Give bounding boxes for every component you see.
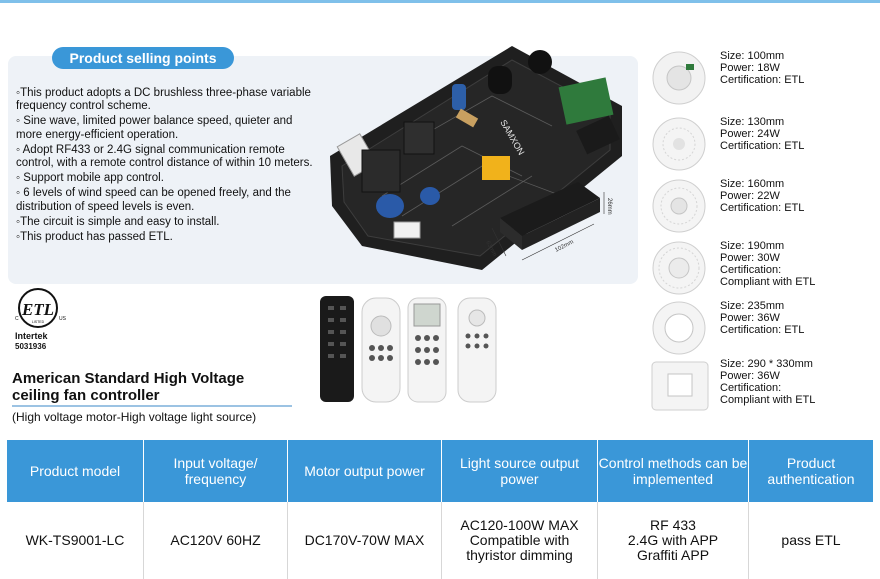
cell-motor-output: DC170V-70W MAX <box>288 502 442 579</box>
etl-c-mark: C <box>15 316 19 322</box>
pcb-components: SAMXON <box>336 50 620 239</box>
remote-controls-image <box>320 296 497 403</box>
remote-white-round <box>361 297 401 403</box>
feature-item: ◦ Adopt RF433 or 2.4G signal communicati… <box>16 143 313 170</box>
cell-line: AC120-100W MAX <box>460 517 579 533</box>
cell-line: DC170V-70W MAX <box>304 532 425 548</box>
light-source-item: Size: 160mm Power: 22W Certification: ET… <box>640 178 876 234</box>
spec-line: Certification: ETL <box>720 324 805 336</box>
cell-line: 2.4G with APP <box>627 532 719 548</box>
header-authentication: Product authentication <box>767 455 855 487</box>
cell-line: WK-TS9001-LC <box>25 532 125 548</box>
etl-mark: ETL <box>21 300 54 319</box>
spec-line: Power: 30W <box>720 252 780 264</box>
etl-certification-badge: ETL C US LISTED Intertek 5031936 <box>15 288 67 351</box>
spec-line: Compliant with ETL <box>720 394 816 406</box>
header-control-methods: Control methods can be implemented <box>598 440 749 502</box>
cell-line: Compatible with <box>469 532 570 548</box>
spec-line: Power: 22W <box>720 190 780 202</box>
header-motor-output: Motor output power <box>288 440 442 502</box>
spec-table: Product model Input voltage/ frequency M… <box>7 440 873 579</box>
cell-line: thyristor dimming <box>466 547 573 563</box>
spec-line: Power: 24W <box>720 128 780 140</box>
led-module-icon <box>652 301 706 355</box>
feature-item: ◦This product has passed ETL. <box>16 231 173 244</box>
title-underline <box>12 405 292 407</box>
product-subtitle: (High voltage motor-High voltage light s… <box>12 410 257 424</box>
spec-table-header: Product model Input voltage/ frequency M… <box>7 440 873 502</box>
feature-item: ◦ Support mobile app control. <box>16 172 164 185</box>
spec-line: Size: 130mm <box>720 116 785 128</box>
etl-brand: Intertek <box>15 331 49 341</box>
remote-black <box>320 296 354 402</box>
cell-control-methods: RF 433 2.4G with APP Graffiti APP <box>598 502 749 579</box>
feature-item: ◦ Sine wave, limited power balance speed… <box>16 115 293 141</box>
spec-line: Power: 18W <box>720 62 780 74</box>
dim-width-label: 102mm <box>554 239 575 253</box>
dimension-lines <box>491 192 605 261</box>
spec-line: Size: 290 * 330mm <box>720 358 813 370</box>
led-module-icon <box>652 241 706 295</box>
feature-item: ◦The circuit is simple and easy to insta… <box>16 215 220 228</box>
etl-listed: LISTED <box>32 320 45 324</box>
spec-line: Certification: ETL <box>720 202 805 214</box>
cell-input-voltage: AC120V 60HZ <box>144 502 288 579</box>
dim-height-label: 26mm <box>606 198 612 215</box>
spec-line: Power: 36W <box>720 312 780 324</box>
spec-line: Compliant with ETL <box>720 276 816 288</box>
light-source-spec: Size: 160mm Power: 22W Certification: ET… <box>720 178 876 214</box>
feature-item: ◦This product adopts a DC brushless thre… <box>16 87 311 113</box>
spec-line: Size: 100mm <box>720 50 785 62</box>
cell-line: RF 433 <box>650 517 696 533</box>
cell-product-model: WK-TS9001-LC <box>7 502 144 579</box>
led-module-icon <box>652 51 706 105</box>
cell-line: AC120V 60HZ <box>170 532 261 548</box>
spec-line: Size: 190mm <box>720 240 785 252</box>
cell-authentication: pass ETL <box>749 502 873 579</box>
section-title: Product selling points <box>52 47 234 69</box>
light-source-item: Size: 235mm Power: 36W Certification: ET… <box>640 300 876 356</box>
top-rule <box>0 0 880 3</box>
header-product-model: Product model <box>7 440 144 502</box>
remote-white-lcd <box>407 297 447 403</box>
spec-line: Certification: ETL <box>720 74 805 86</box>
spec-line: Power: 36W <box>720 370 780 382</box>
light-source-spec: Size: 235mm Power: 36W Certification: ET… <box>720 300 876 336</box>
feature-list: ◦This product adopts a DC brushless thre… <box>16 87 316 246</box>
light-source-spec: Size: 130mm Power: 24W Certification: ET… <box>720 116 876 152</box>
light-source-item: Size: 190mm Power: 30W Certification: Co… <box>640 240 876 296</box>
led-module-icon <box>651 361 709 411</box>
header-light-output: Light source output power <box>442 440 598 502</box>
light-source-item: Size: 100mm Power: 18W Certification: ET… <box>640 50 876 106</box>
etl-us-mark: US <box>59 316 67 322</box>
led-module-icon <box>652 117 706 171</box>
controller-board-image: SAMXON 102mm 63mm 26mm <box>330 46 622 270</box>
table-row: WK-TS9001-LC AC120V 60HZ DC170V-70W MAX … <box>7 502 873 579</box>
product-title: American Standard High Voltage ceiling f… <box>12 370 245 404</box>
etl-number: 5031936 <box>15 342 47 351</box>
cell-line: Graffiti APP <box>636 547 710 563</box>
light-source-spec: Size: 190mm Power: 30W Certification: Co… <box>720 240 876 288</box>
feature-item: ◦ 6 levels of wind speed can be opened f… <box>16 187 291 213</box>
spec-line: Size: 235mm <box>720 300 785 312</box>
spec-line: Certification: <box>720 264 782 276</box>
led-module-icon <box>652 179 706 233</box>
light-source-spec: Size: 100mm Power: 18W Certification: ET… <box>720 50 876 86</box>
cell-line: pass ETL <box>781 532 841 548</box>
receiver-box <box>500 182 600 250</box>
light-source-spec: Size: 290 * 330mm Power: 36W Certificati… <box>720 358 876 406</box>
header-input-voltage: Input voltage/ frequency <box>144 440 288 502</box>
light-source-item: Size: 290 * 330mm Power: 36W Certificati… <box>640 358 876 414</box>
spec-line: Certification: ETL <box>720 140 805 152</box>
cell-light-output: AC120-100W MAX Compatible with thyristor… <box>442 502 598 579</box>
spec-line: Size: 160mm <box>720 178 785 190</box>
remote-white-slim <box>457 297 497 403</box>
spec-line: Certification: <box>720 382 782 394</box>
light-source-item: Size: 130mm Power: 24W Certification: ET… <box>640 116 876 172</box>
